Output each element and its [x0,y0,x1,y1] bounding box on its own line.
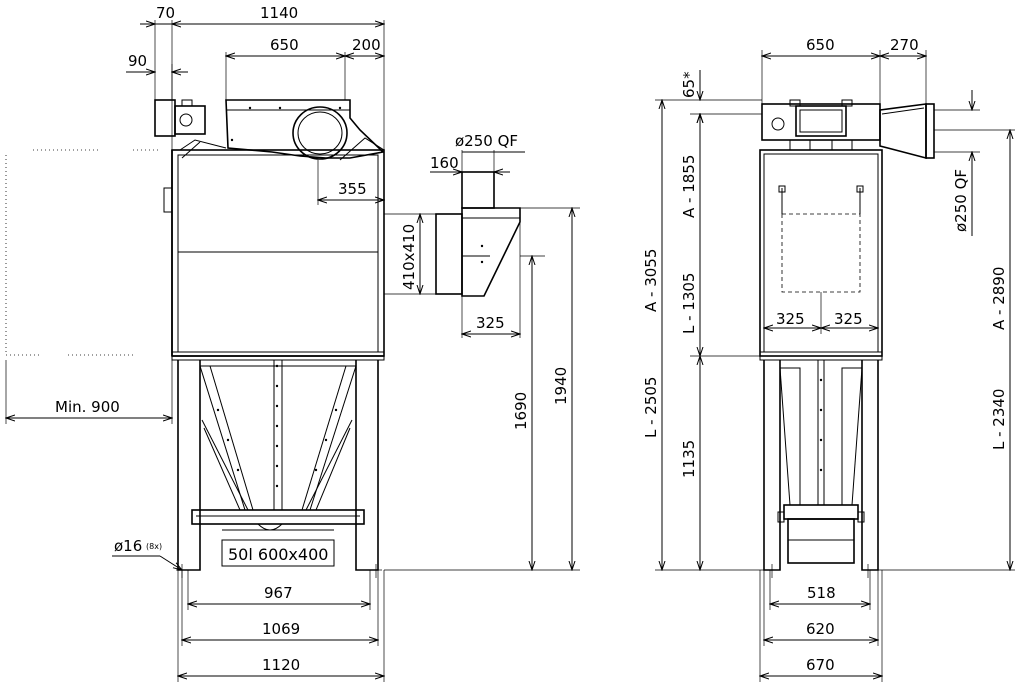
dim-410x410: 410x410 [400,224,418,290]
dim-bolt-count: (8x) [146,542,162,551]
dim-l2505: L - 2505 [642,377,660,438]
dim-160: 160 [430,154,459,172]
dim-518: 518 [807,584,836,602]
dim-65: 65* [680,71,698,98]
dim-1140: 1140 [260,4,298,22]
side-labels: 650 270 65* A - 1855 A - 3055 L - 1305 L… [642,36,1008,674]
dim-l1305: L - 1305 [680,273,698,334]
dim-a2890: A - 2890 [990,267,1008,330]
dim-1120: 1120 [262,656,300,674]
side-inlet-adapter [435,171,521,297]
dim-620: 620 [806,620,835,638]
dim-325-front: 325 [476,314,505,332]
dim-l2340: L - 2340 [990,389,1008,450]
dim-outlet-diameter: ø250 QF [952,169,970,232]
dim-1940: 1940 [552,367,570,405]
dim-a1855: A - 1855 [680,155,698,218]
dim-a3055: A - 3055 [642,249,660,312]
dim-1069: 1069 [262,620,300,638]
bin-label-frame [221,539,335,567]
fan-motor [154,99,206,137]
dim-200: 200 [352,36,381,54]
dim-650-side: 650 [806,36,835,54]
dim-70: 70 [156,4,175,22]
wall-indication [5,149,160,356]
side-outlet-duct [879,103,935,160]
dim-min-900: Min. 900 [55,398,120,416]
front-labels: 70 1140 650 200 90 355 ø250 QF 160 410x4… [55,4,570,674]
dim-967: 967 [264,584,293,602]
dim-1690: 1690 [512,392,530,430]
dim-355: 355 [338,180,367,198]
dim-bolt-diameter: ø16 [114,537,142,555]
dim-1135: 1135 [680,440,698,478]
side-fan-housing [761,99,881,151]
side-support-frame [763,360,879,571]
dim-90: 90 [128,52,147,70]
dim-270: 270 [890,36,919,54]
rivets [216,106,342,488]
side-view: 650 270 65* A - 1855 A - 3055 L - 1305 L… [642,36,1015,682]
side-dimensions [655,50,1015,682]
dim-650: 650 [270,36,299,54]
filter-housing [163,149,385,361]
top-inlet-box [179,99,385,161]
front-dimensions [6,20,580,682]
dim-325-left: 325 [776,310,805,328]
dim-325-right: 325 [834,310,863,328]
front-view: 70 1140 650 200 90 355 ø250 QF 160 410x4… [6,4,580,682]
dim-670: 670 [806,656,835,674]
dim-inlet-diameter: ø250 QF [455,132,518,150]
bin-spec: 50l 600x400 [228,545,328,564]
support-frame [177,360,379,571]
